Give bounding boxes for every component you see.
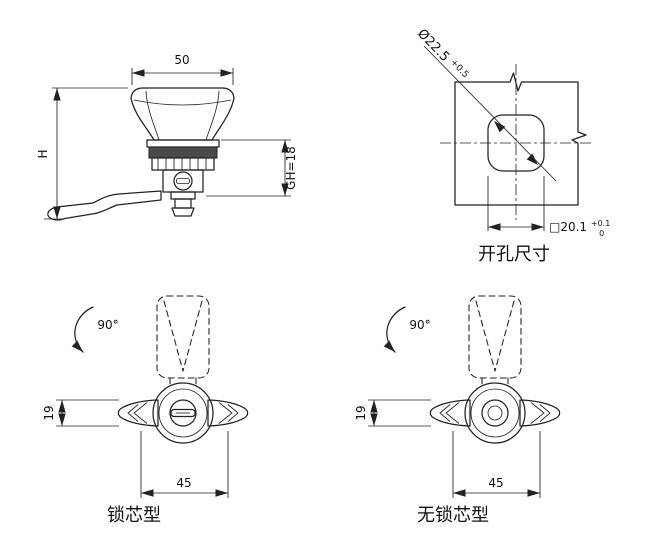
square-tolerance-upper: +0.1 [591,219,610,228]
cam-lever [47,190,162,221]
lock-core-caption: 锁芯型 [107,505,161,526]
knob-rotated-outline [156,295,210,388]
no-lock-core-view: 90° 19 45 [354,295,561,526]
dim-height-label: H [36,149,50,158]
dim-knob-width-label: 50 [174,53,189,67]
wing-left [117,399,159,427]
wing-right [207,399,249,427]
dim-handle-length-label: 45 [488,476,503,490]
mounting-stack [146,139,220,193]
dim-wing-height-label: 19 [354,405,368,420]
shaft-nut [170,191,196,217]
dim-square-size: □20.1 +0.1 0 [487,176,614,238]
lock-cylinder-face [173,171,193,191]
dim-diagonal-diameter: Ø22.5 +0.5 [414,26,557,182]
knob [130,87,235,141]
panel-cutout-hole [487,114,545,172]
cutout-view: Ø22.5 +0.5 □20.1 +0.1 0 开孔尺寸 [414,26,614,265]
dim-knob-width: 50 [131,53,234,85]
no-lock-core-caption: 无锁芯型 [417,505,489,526]
panel-outline [454,72,587,206]
dim-handle-length-label: 45 [176,476,191,490]
dim-diameter-label: Ø22.5 +0.5 [414,26,470,83]
cutout-caption: 开孔尺寸 [478,244,550,265]
square-size-value: □20.1 [549,220,587,234]
wing-left [429,399,471,427]
dim-grip-height-label: GH=18 [284,146,298,190]
diameter-tolerance: +0.5 [448,58,470,81]
latch-body [152,382,214,444]
dim-wing-height: 19 [354,399,431,427]
latch-body [464,382,526,444]
square-tolerance-lower: 0 [599,229,604,238]
rotation-arrow: 90° [383,306,431,353]
dim-wing-height: 19 [42,399,119,427]
rotation-angle-label: 90° [97,318,118,332]
diameter-value: Ø22.5 [414,26,452,65]
dim-handle-length: 45 [452,431,541,498]
side-view: 50 [36,53,298,221]
rotation-angle-label: 90° [409,318,430,332]
dim-wing-height-label: 19 [42,405,56,420]
lock-core-view: 90° 19 45 [42,295,249,526]
dim-grip-height: GH=18 [206,139,298,197]
dim-handle-length: 45 [140,431,229,498]
dim-square-label: □20.1 +0.1 0 [549,215,614,238]
rotation-arrow: 90° [71,306,119,353]
wing-right [519,399,561,427]
key-slot [170,408,196,418]
dim-height-h: H [36,87,128,220]
knob-rotated-outline [468,295,522,388]
